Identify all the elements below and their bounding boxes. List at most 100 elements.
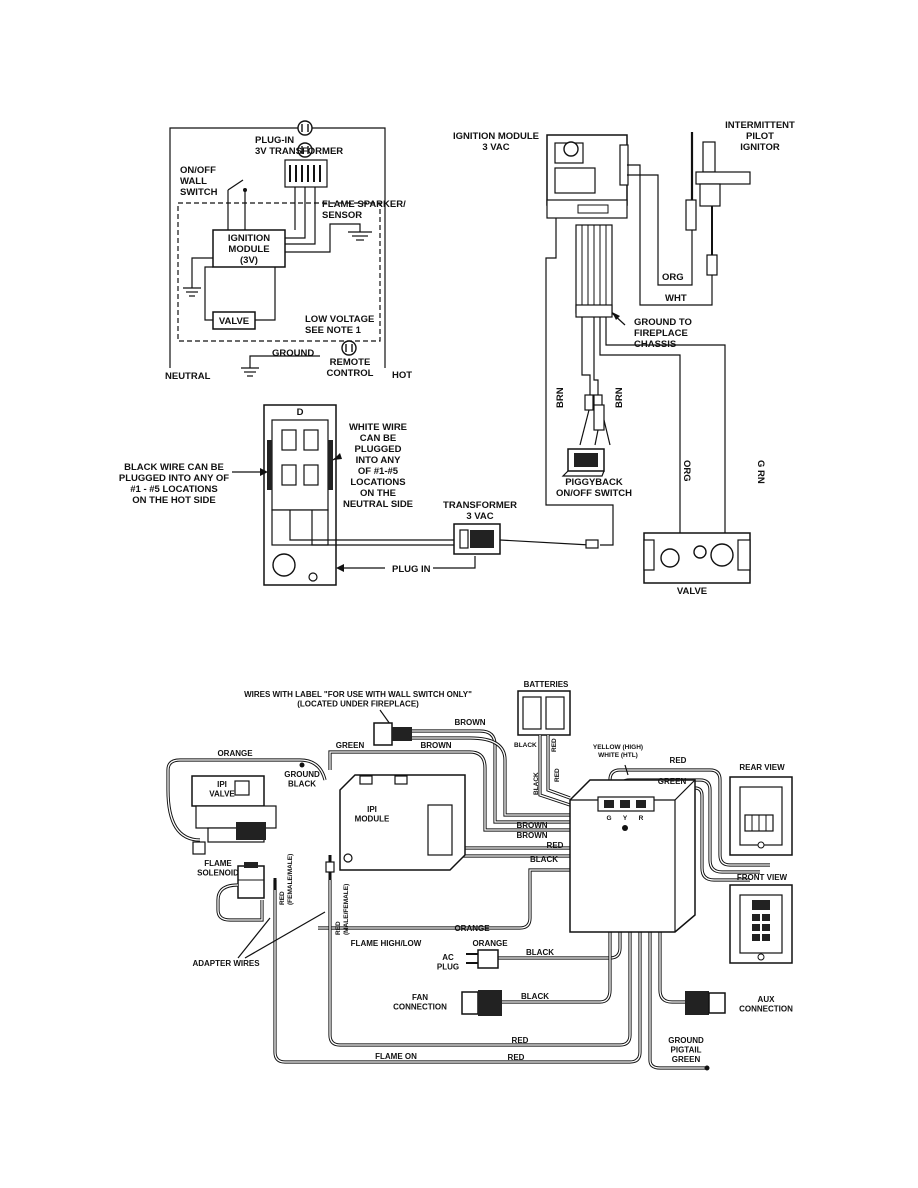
plug-in-label: PLUG IN bbox=[392, 564, 431, 575]
black-ac-label: BLACK bbox=[526, 948, 554, 957]
label-line: PIGGYBACK bbox=[565, 477, 623, 488]
red-bottom2-label: RED bbox=[508, 1053, 525, 1062]
label-line: RED bbox=[335, 921, 342, 935]
label-line: (FEMALE/MALE) bbox=[287, 854, 294, 905]
label-line: CONNECTION bbox=[739, 1005, 793, 1014]
adapter-wires-label: ADAPTER WIRES bbox=[192, 959, 260, 968]
orange-top-label: ORANGE bbox=[217, 749, 253, 758]
wire-harness bbox=[166, 729, 770, 1070]
label-line: SEE NOTE 1 bbox=[305, 325, 362, 336]
bottom-wiring-diagram: WIRES WITH LABEL "FOR USE WITH WALL SWIT… bbox=[166, 680, 793, 1071]
receptacle-letter: D bbox=[297, 407, 304, 418]
label-line: IPI bbox=[367, 805, 377, 814]
label-line: PLUGGED bbox=[355, 444, 402, 455]
valve-label-pictorial: VALVE bbox=[677, 586, 707, 597]
green-rear-label: GREEN bbox=[658, 777, 687, 786]
terminal-g-label: G bbox=[606, 815, 611, 822]
label-line: WALL bbox=[180, 176, 207, 187]
label-line: PLUG bbox=[437, 963, 459, 972]
label-line: 3V TRANSFORMER bbox=[255, 146, 343, 157]
label-line: CONTROL bbox=[327, 368, 374, 379]
flame-solenoid bbox=[237, 862, 265, 899]
label-line: NEUTRAL SIDE bbox=[343, 499, 413, 510]
label-line: OF #1-#5 bbox=[358, 466, 399, 477]
brown-mid1-label: BROWN bbox=[516, 821, 547, 830]
brn-left-label: BRN bbox=[555, 387, 566, 408]
hot-label: HOT bbox=[392, 370, 412, 381]
label-line: INTO ANY bbox=[356, 455, 402, 466]
label-line: VALVE bbox=[209, 790, 235, 799]
label-line: IGNITION bbox=[228, 233, 270, 244]
wht-wire-label: WHT bbox=[665, 293, 687, 304]
label-line: SOLENOID bbox=[197, 869, 239, 878]
ipi-module bbox=[339, 774, 466, 871]
label-line: IGNITOR bbox=[740, 142, 780, 153]
label-line: PIGTAIL bbox=[671, 1046, 702, 1055]
ipi-valve bbox=[191, 775, 277, 855]
plug-in-transformer-symbol bbox=[284, 120, 328, 188]
org-wire-label: ORG bbox=[662, 272, 684, 283]
remote-control-symbol bbox=[341, 340, 357, 356]
ground-label-schematic: GROUND bbox=[272, 348, 314, 359]
label-line: (LOCATED UNDER FIREPLACE) bbox=[297, 700, 419, 709]
label-line: REMOTE bbox=[330, 357, 371, 368]
black-fan-label: BLACK bbox=[521, 992, 549, 1001]
label-line: GROUND bbox=[284, 770, 320, 779]
orange-mid-label: ORANGE bbox=[454, 924, 490, 933]
brown-mid2-label: BROWN bbox=[516, 831, 547, 840]
label-line: (MALE/FEMALE) bbox=[343, 884, 350, 935]
red-rear-label: RED bbox=[670, 756, 687, 765]
label-line: PLUGGED INTO ANY OF bbox=[119, 473, 229, 484]
red-batt-label: RED bbox=[551, 738, 558, 752]
label-line: FAN bbox=[412, 993, 428, 1002]
black-mid-label: BLACK bbox=[530, 855, 558, 864]
label-line: TRANSFORMER bbox=[443, 500, 517, 511]
ac-plug bbox=[466, 949, 499, 969]
flame-sparker-sensor-label: FLAME SPARKER/SENSOR bbox=[322, 199, 406, 221]
label-line: GROUND bbox=[668, 1036, 704, 1045]
neutral-label: NEUTRAL bbox=[165, 371, 211, 382]
aux-connection-plug bbox=[685, 991, 726, 1015]
grn-vertical-label: G RN bbox=[755, 460, 766, 484]
label-line: FIREPLACE bbox=[634, 328, 688, 339]
brown-top1-label: BROWN bbox=[454, 718, 485, 727]
terminal-r-label: R bbox=[639, 815, 644, 822]
label-line: INTERMITTENT bbox=[725, 120, 795, 131]
wall-switch-connector bbox=[373, 722, 393, 746]
label-line: BLACK bbox=[288, 780, 316, 789]
label-line: MODULE bbox=[228, 244, 269, 255]
orange-ac-label: ORANGE bbox=[472, 939, 508, 948]
label-line: ON/OFF bbox=[180, 165, 216, 176]
piggyback-switch bbox=[561, 448, 605, 477]
terminal-y-label: Y bbox=[623, 815, 628, 822]
label-line: (3V) bbox=[240, 255, 258, 266]
battery-pack bbox=[517, 690, 571, 736]
intermittent-pilot-ignitor bbox=[685, 132, 751, 276]
red-male-female-label: RED(MALE/FEMALE) bbox=[335, 884, 350, 935]
black-side-label: BLACK bbox=[533, 772, 540, 795]
label-line: ON THE HOT SIDE bbox=[132, 495, 215, 506]
wall-switch-front-view bbox=[729, 884, 793, 964]
transformer-3vac bbox=[453, 523, 501, 555]
label-line: PILOT bbox=[746, 131, 774, 142]
flame-high-low-label: FLAME HIGH/LOW bbox=[351, 939, 422, 948]
green-top-label: GREEN bbox=[336, 741, 365, 750]
red-bottom1-label: RED bbox=[512, 1036, 529, 1045]
red-side-label: RED bbox=[554, 768, 561, 782]
label-line: AC bbox=[442, 953, 454, 962]
